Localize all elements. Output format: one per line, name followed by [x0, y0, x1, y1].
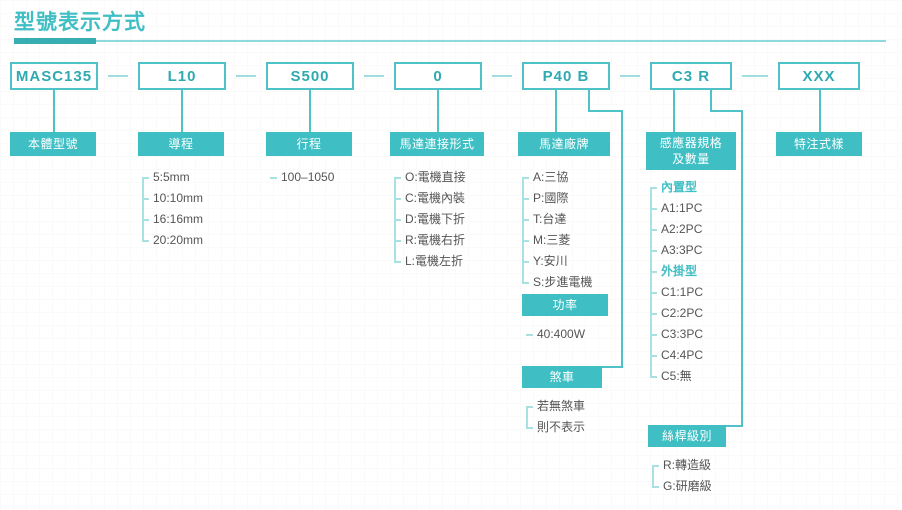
header-motor-connect: 馬達連接形式 [390, 132, 484, 156]
option-item: 100–1050 [270, 167, 334, 188]
code-separator-dash [492, 75, 512, 77]
title-rule [14, 40, 886, 42]
connector-motor-connect [437, 90, 439, 132]
code-separator-dash [620, 75, 640, 77]
connector-lead [181, 90, 183, 132]
option-item: A:三協 [522, 167, 592, 188]
option-item: G:研磨級 [652, 476, 712, 497]
code-box-motor-brand[interactable]: P40 B [522, 62, 610, 90]
option-item: C4:4PC [650, 345, 703, 366]
code-box-body-model[interactable]: MASC135 [10, 62, 98, 90]
code-box-sensor[interactable]: C3 R [650, 62, 732, 90]
header-sensor-spec: 感應器規格 及數量 [646, 132, 736, 170]
code-separator-dash [742, 75, 768, 77]
option-group-label: 外掛型 [650, 261, 703, 282]
option-item: 40:400W [526, 324, 585, 345]
connector-screw-seg1 [710, 90, 712, 112]
options-stroke: 100–1050 [270, 167, 334, 188]
option-item: C3:3PC [650, 324, 703, 345]
option-item: A1:1PC [650, 198, 703, 219]
option-item: A2:2PC [650, 219, 703, 240]
code-separator-dash [108, 75, 128, 77]
header-power: 功率 [522, 294, 608, 316]
connector-screw-seg2 [710, 110, 743, 112]
option-item: C2:2PC [650, 303, 703, 324]
options-power: 40:400W [526, 324, 585, 345]
header-lead: 導程 [138, 132, 224, 156]
option-item: S:步進電機 [522, 272, 592, 293]
option-item: T:台達 [522, 209, 592, 230]
code-separator-dash [236, 75, 256, 77]
page-title: 型號表示方式 [14, 11, 146, 34]
title-rule-accent [14, 38, 96, 44]
code-box-special-spec[interactable]: XXX [778, 62, 860, 90]
option-item: C1:1PC [650, 282, 703, 303]
connector-brake-seg4 [600, 366, 623, 368]
option-item: R:轉造級 [652, 455, 712, 476]
option-item: 10:10mm [142, 188, 203, 209]
connector-screw-seg3 [741, 110, 743, 427]
header-stroke: 行程 [266, 132, 352, 156]
option-item: 16:16mm [142, 209, 203, 230]
header-brake: 煞車 [522, 366, 602, 388]
connector-brake-seg1 [588, 90, 590, 112]
connector-motor-brand [555, 90, 557, 132]
code-box-lead[interactable]: L10 [138, 62, 226, 90]
connector-sensor [673, 90, 675, 132]
option-item: 5:5mm [142, 167, 203, 188]
connector-stroke [309, 90, 311, 132]
connector-brake-seg3 [621, 110, 623, 368]
option-item: P:國際 [522, 188, 592, 209]
connector-body-model [53, 90, 55, 132]
code-separator-dash [364, 75, 384, 77]
option-item: O:電機直接 [394, 167, 466, 188]
option-item: A3:3PC [650, 240, 703, 261]
option-item: D:電機下折 [394, 209, 466, 230]
option-item: M:三菱 [522, 230, 592, 251]
option-item: 20:20mm [142, 230, 203, 251]
code-box-stroke[interactable]: S500 [266, 62, 354, 90]
connector-special-spec [819, 90, 821, 132]
option-item: 則不表示 [526, 417, 585, 438]
option-group-label: 內置型 [650, 177, 703, 198]
option-item: L:電機左折 [394, 251, 466, 272]
code-box-motor-connect[interactable]: 0 [394, 62, 482, 90]
option-item: 若無煞車 [526, 396, 585, 417]
header-motor-brand: 馬達廠牌 [518, 132, 610, 156]
option-item: C5:無 [650, 366, 703, 387]
option-item: Y:安川 [522, 251, 592, 272]
header-body-model: 本體型號 [10, 132, 96, 156]
header-screw-grade: 絲桿級別 [648, 425, 726, 447]
options-brake: 若無煞車則不表示 [526, 396, 585, 438]
option-item: R:電機右折 [394, 230, 466, 251]
option-item: C:電機內裝 [394, 188, 466, 209]
header-special-spec: 特注式樣 [776, 132, 862, 156]
connector-brake-seg2 [588, 110, 623, 112]
